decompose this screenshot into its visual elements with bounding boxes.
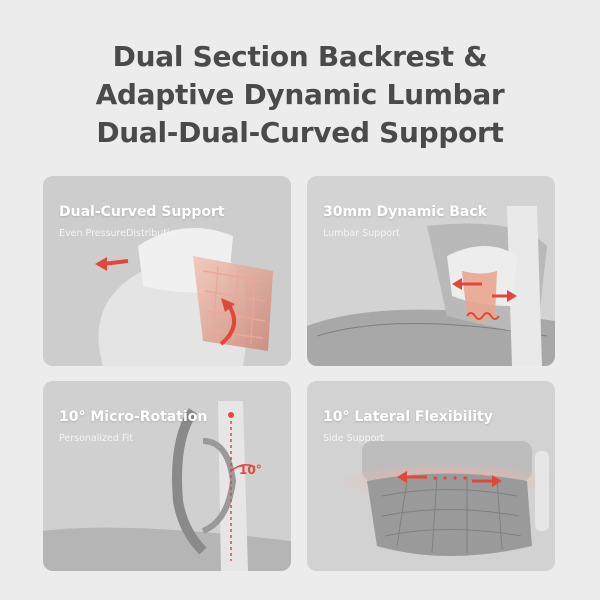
arrow-left-icon [452, 278, 462, 290]
panel-subtitle: Side Support [323, 433, 385, 444]
panel-30mm-dynamic-back: 30mm Dynamic Back Lumbar Support [307, 176, 555, 366]
panel-subtitle: Even PressureDistribution [59, 228, 182, 239]
panel-title: 10° Micro-Rotation [59, 409, 208, 425]
headline-line-1: Dual Section Backrest & [112, 40, 488, 73]
headline-line-3: Dual-Dual-Curved Support [96, 116, 504, 149]
panel-micro-rotation: 10° 10° Micro-Rotation Personalized Fit [43, 381, 291, 571]
micro-rotation-illustration [43, 381, 291, 571]
spring-icon [466, 312, 500, 320]
panel-title: Dual-Curved Support [59, 204, 225, 220]
arrow-right-icon [507, 290, 517, 302]
pivot-dot-icon [228, 412, 234, 418]
arrow-right-icon [492, 475, 502, 487]
panel-title: 10° Lateral Flexibility [323, 409, 493, 425]
arrow-left-icon [397, 471, 407, 483]
lumbar-cushion-illustration [43, 176, 291, 366]
dynamic-back-illustration [307, 176, 555, 366]
panel-dual-curved-support: Dual-Curved Support Even PressureDistrib… [43, 176, 291, 366]
angle-label: 10° [239, 463, 262, 477]
rotation-arc-icon [230, 464, 256, 472]
headline-line-2: Adaptive Dynamic Lumbar [95, 78, 505, 111]
panel-subtitle: Lumbar Support [323, 228, 400, 239]
panel-title: 30mm Dynamic Back [323, 204, 487, 220]
panel-subtitle: Personalized Fit [59, 433, 134, 444]
lateral-flexibility-illustration [307, 381, 555, 571]
headline: Dual Section Backrest & Adaptive Dynamic… [0, 38, 600, 152]
arrow-left-icon [102, 259, 129, 266]
panel-lateral-flexibility: 10° Lateral Flexibility Side Support [307, 381, 555, 571]
